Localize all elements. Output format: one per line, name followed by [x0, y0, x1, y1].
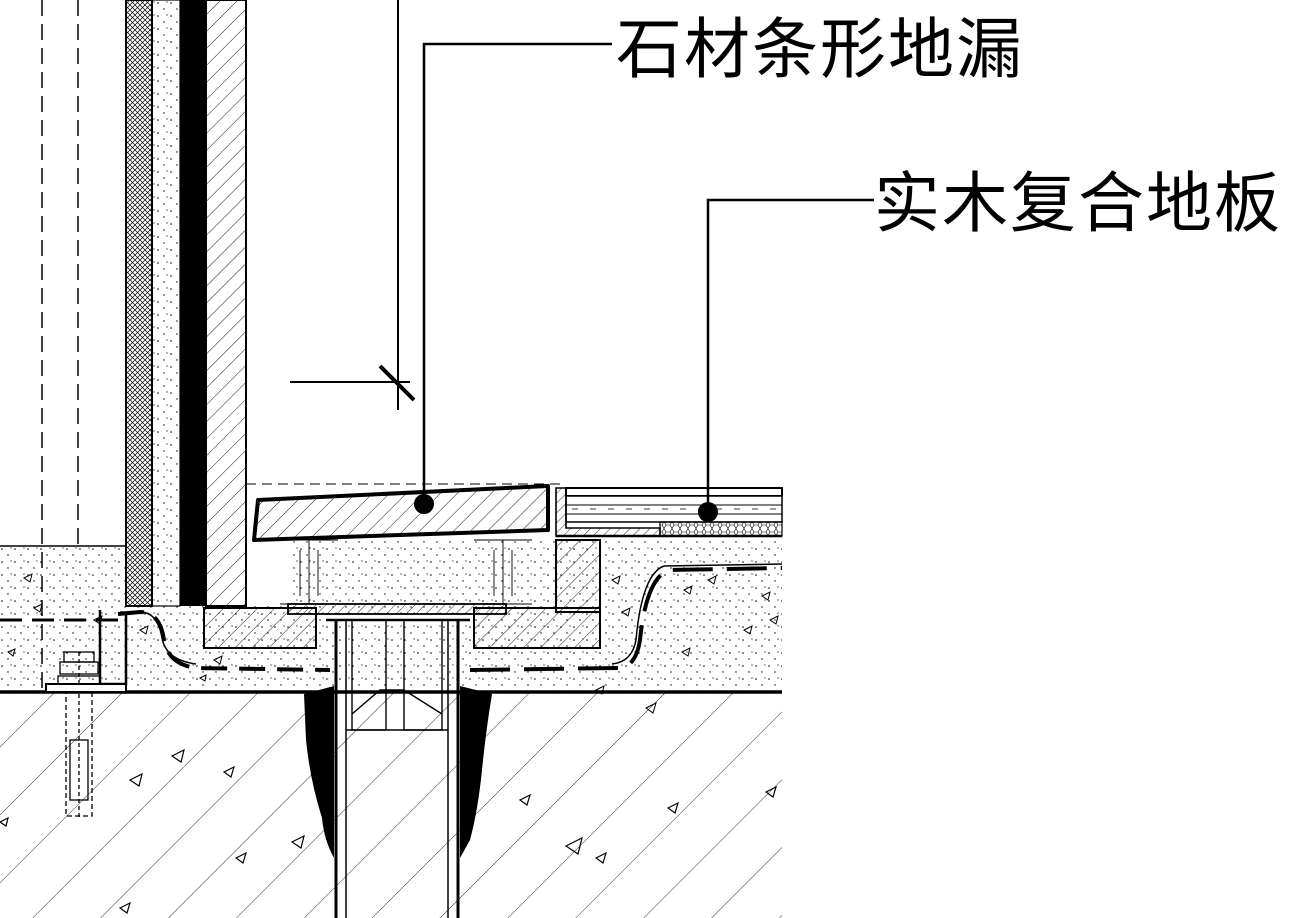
structural-slab	[0, 690, 782, 918]
wood-floor-label: 实木复合地板	[874, 165, 1282, 242]
pipe-sealant	[304, 686, 492, 858]
engineered-wood-floor	[555, 487, 783, 538]
floor-drain-callout-leader	[414, 42, 612, 514]
waterproof-membrane	[117, 563, 783, 672]
screed-layer	[0, 540, 782, 714]
stone-drain-cover	[246, 483, 560, 542]
floor-drain-label: 石材条形地漏	[616, 11, 1024, 88]
drain-pipe	[326, 618, 470, 918]
wood-floor-callout-leader	[698, 198, 874, 522]
wall-layers	[125, 0, 247, 607]
anchor-bolt	[45, 610, 128, 820]
level-mark	[290, 0, 416, 410]
drain-support-blocks	[203, 539, 601, 649]
